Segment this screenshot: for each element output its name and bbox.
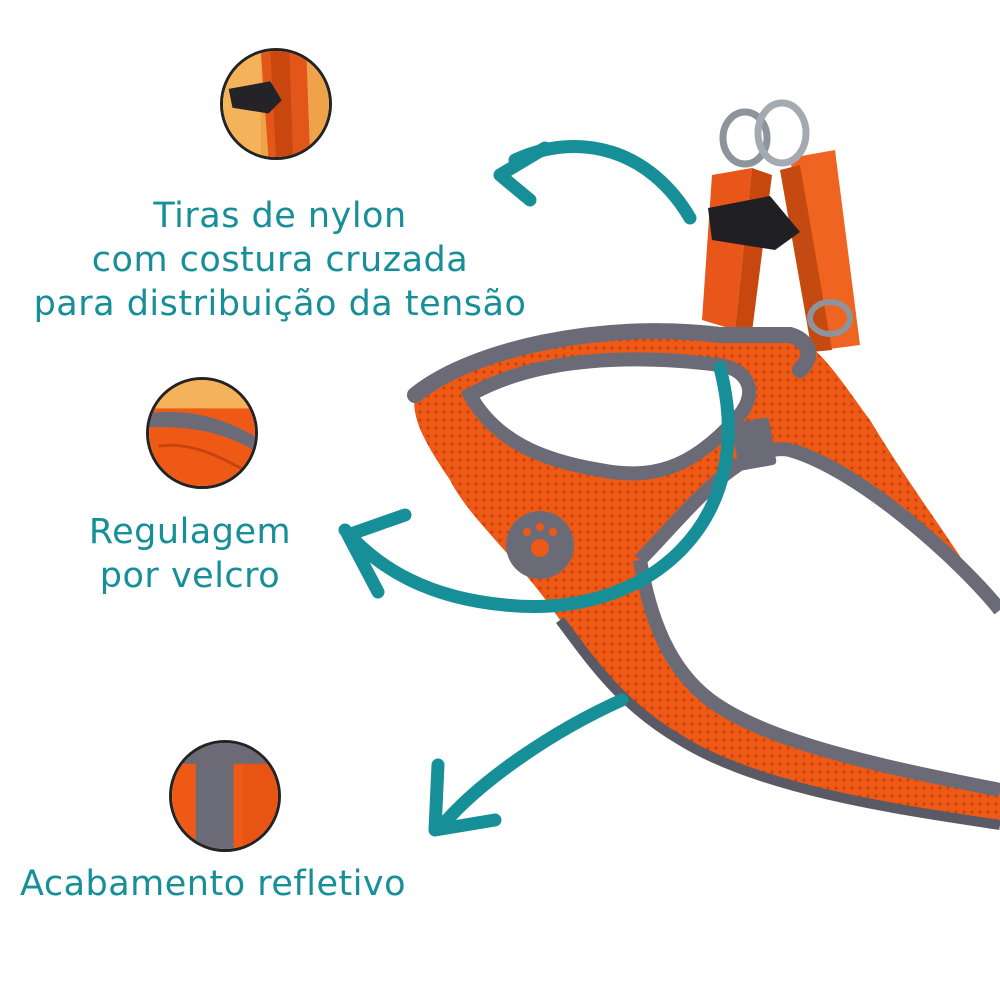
feature-line: com costura cruzada (91, 240, 469, 280)
curved-arrow-icon (493, 141, 552, 207)
buckle-icon (708, 196, 800, 250)
feature-reflective-text: Acabamento refletivo (20, 862, 420, 906)
feature-line: por velcro (99, 556, 281, 596)
feature-thumbnail-nylon (220, 48, 332, 160)
feature-thumbnail-velcro (146, 377, 258, 489)
feature-line: Acabamento refletivo (20, 864, 407, 904)
nylon-straps (702, 99, 860, 352)
feature-line: Tiras de nylon (153, 196, 407, 236)
curved-arrow-icon (428, 758, 502, 837)
curved-arrow-icon (338, 361, 735, 613)
feature-line: Regulagem (88, 512, 292, 552)
feature-thumbnail-reflective (169, 740, 281, 852)
feature-nylon-straps-text: Tiras de nylon com costura cruzada para … (0, 194, 560, 326)
feature-line: para distribuição da tensão (33, 284, 527, 324)
curved-arrow-icon (341, 508, 412, 599)
feature-velcro-text: Regulagem por velcro (40, 510, 340, 598)
curved-arrow-icon (433, 693, 629, 835)
harness-body (407, 323, 1000, 830)
